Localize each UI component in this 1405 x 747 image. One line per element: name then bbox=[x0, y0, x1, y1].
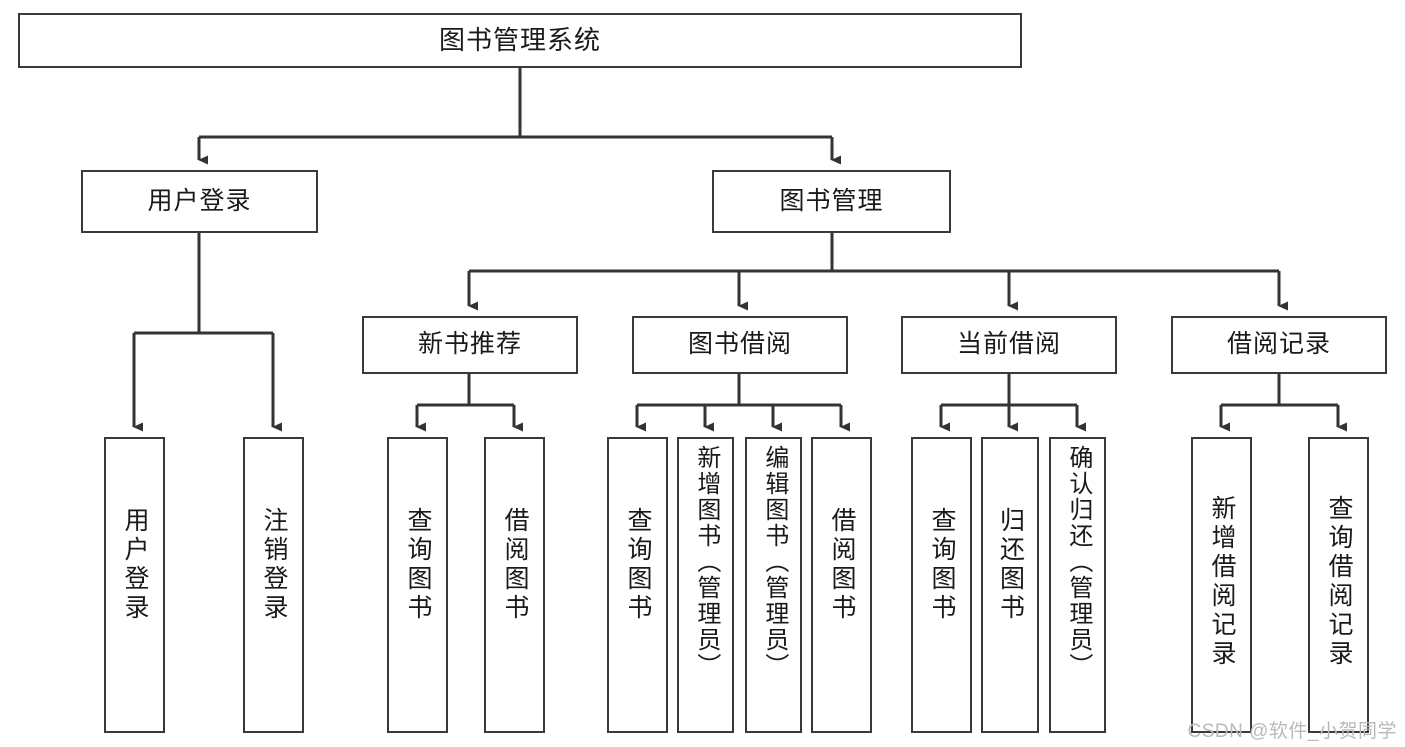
node-label: 新书推荐 bbox=[417, 330, 522, 359]
node-label: 图书管理系统 bbox=[438, 25, 601, 56]
leaf-query-book-borrow[interactable]: 查询图书 bbox=[607, 437, 668, 733]
leaf-confirm-return-admin[interactable]: 确认归还（管理员） bbox=[1049, 437, 1106, 733]
node-current-borrow[interactable]: 当前借阅 bbox=[901, 316, 1117, 374]
leaf-query-book-current[interactable]: 查询图书 bbox=[911, 437, 972, 733]
leaf-add-borrow-record[interactable]: 新增借阅记录 bbox=[1191, 437, 1252, 733]
node-label: 查询图书 bbox=[928, 507, 956, 623]
node-label: 借阅记录 bbox=[1226, 330, 1331, 359]
leaf-user-login[interactable]: 用户登录 bbox=[104, 437, 165, 733]
leaf-logout-login[interactable]: 注销登录 bbox=[243, 437, 304, 733]
node-book-manage[interactable]: 图书管理 bbox=[712, 170, 951, 233]
node-label: 新增图书（管理员） bbox=[692, 445, 720, 679]
leaf-borrow-book-borrow[interactable]: 借阅图书 bbox=[811, 437, 872, 733]
node-label: 新增借阅记录 bbox=[1208, 495, 1236, 669]
node-new-book-recommend[interactable]: 新书推荐 bbox=[362, 316, 578, 374]
watermark-csdn: CSDN @软件_小贺同学 bbox=[1187, 721, 1397, 742]
node-label: 图书借阅 bbox=[687, 330, 792, 359]
leaf-edit-book-admin[interactable]: 编辑图书（管理员） bbox=[745, 437, 802, 733]
node-label: 图书管理 bbox=[779, 186, 884, 215]
leaf-borrow-book-recommend[interactable]: 借阅图书 bbox=[484, 437, 545, 733]
leaf-query-borrow-record[interactable]: 查询借阅记录 bbox=[1308, 437, 1369, 733]
node-label: 借阅图书 bbox=[828, 507, 856, 623]
node-root-book-management-system[interactable]: 图书管理系统 bbox=[18, 13, 1022, 68]
node-label: 确认归还（管理员） bbox=[1064, 445, 1092, 679]
node-label: 查询图书 bbox=[624, 507, 652, 623]
node-label: 借阅图书 bbox=[501, 507, 529, 623]
node-label: 查询图书 bbox=[404, 507, 432, 623]
leaf-add-book-admin[interactable]: 新增图书（管理员） bbox=[677, 437, 734, 733]
node-borrow-record[interactable]: 借阅记录 bbox=[1171, 316, 1387, 374]
node-book-borrow[interactable]: 图书借阅 bbox=[632, 316, 848, 374]
node-label: 查询借阅记录 bbox=[1325, 495, 1353, 669]
node-label: 当前借阅 bbox=[956, 330, 1061, 359]
node-label: 用户登录 bbox=[147, 186, 252, 215]
node-user-login[interactable]: 用户登录 bbox=[81, 170, 318, 233]
node-label: 注销登录 bbox=[260, 507, 288, 623]
node-label: 编辑图书（管理员） bbox=[760, 445, 788, 679]
node-label: 归还图书 bbox=[996, 507, 1025, 623]
leaf-return-book[interactable]: 归还图书 bbox=[981, 437, 1039, 733]
node-label: 用户登录 bbox=[121, 507, 149, 623]
leaf-query-book-recommend[interactable]: 查询图书 bbox=[387, 437, 448, 733]
